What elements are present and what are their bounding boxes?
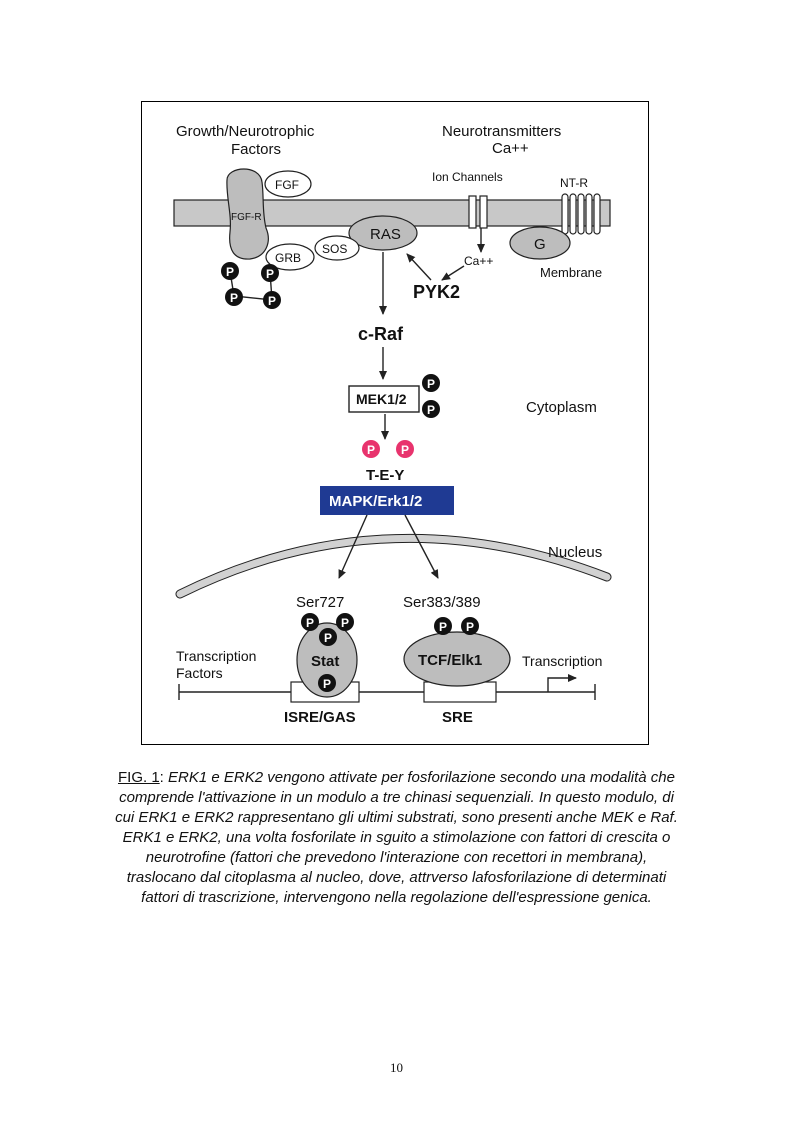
pyk2-to-ras-arrow: [406, 253, 432, 281]
ser383-label: Ser383/389: [403, 594, 481, 611]
nt-receptor: [561, 193, 601, 235]
figure-label-separator: :: [159, 769, 164, 786]
pyk2-label: PYK2: [413, 282, 460, 302]
receptor-phospho-group: P P P P: [221, 262, 281, 309]
ras-protein: [348, 215, 418, 251]
membrane-label: Membrane: [540, 265, 602, 280]
growth-factors-label: Growth/Neurotrophic: [176, 123, 315, 140]
sre-label: SRE: [442, 709, 473, 726]
ca-to-pyk2-arrow: [441, 265, 465, 281]
transcription-label: Transcription: [522, 653, 602, 669]
stat-protein: [296, 622, 358, 698]
mek-label: MEK1/2: [356, 391, 407, 407]
phospho-label: P: [427, 403, 435, 417]
ras-label: RAS: [370, 226, 401, 243]
phospho-dot: [261, 264, 279, 282]
grb-label: GRB: [275, 251, 301, 265]
neurotransmitters-ca-label: Ca++: [492, 140, 529, 157]
ion-channels-label: Ion Channels: [432, 170, 503, 184]
phospho-label: P: [427, 377, 435, 391]
neurotransmitters-label: Neurotransmitters: [442, 123, 561, 140]
figure-frame: Growth/Neurotrophic Factors Neurotransmi…: [141, 101, 649, 745]
page-number: 10: [390, 1060, 403, 1075]
tcf-elk1-protein: [403, 631, 511, 687]
phospho-label: P: [323, 677, 331, 691]
phospho-label: P: [268, 294, 276, 308]
cytoplasm-label: Cytoplasm: [526, 399, 597, 416]
mapk-box: [320, 486, 454, 515]
phospho-dot: [422, 374, 440, 392]
mapk-to-stat-arrow: [338, 514, 368, 579]
isre-label: ISRE/GAS: [284, 709, 356, 726]
ion-channel: [468, 195, 488, 229]
phospho-label: P: [439, 620, 447, 634]
fgf-r-label: FGF-R: [231, 212, 262, 223]
phospho-dot: [225, 288, 243, 306]
phospho-label: P: [266, 267, 274, 281]
phospho-dot-pink: [396, 440, 414, 458]
tey-label: T-E-Y: [366, 467, 404, 484]
phospho-dot: [301, 613, 319, 631]
phospho-label: P: [466, 620, 474, 634]
ser727-label: Ser727: [296, 594, 344, 611]
phospho-dot: [422, 400, 440, 418]
figure-label: FIG. 1: [117, 769, 160, 786]
phospho-dot: [461, 617, 479, 635]
transcription-factors-label-line2: Factors: [176, 665, 223, 681]
phospho-dot: [434, 617, 452, 635]
phospho-label: P: [306, 616, 314, 630]
sos-protein: [314, 235, 360, 261]
signaling-pathway-diagram: Growth/Neurotrophic Factors Neurotransmi…: [173, 123, 612, 726]
phospho-label: P: [401, 443, 409, 457]
caption-text: ERK1 e ERK2 vengono attivate per fosfori…: [115, 769, 678, 906]
mapk-to-tcf-arrow: [404, 514, 439, 579]
ca-influx-label: Ca++: [464, 254, 493, 268]
tcf-label: TCF/Elk1: [418, 652, 482, 669]
fgf-ligand: [264, 170, 312, 198]
transcription-factors-label: Transcription: [176, 648, 256, 664]
growth-factors-label-line2: Factors: [231, 141, 281, 158]
phospho-dot: [263, 291, 281, 309]
phospho-dot: [221, 262, 239, 280]
phospho-dot: [336, 613, 354, 631]
phospho-label: P: [226, 265, 234, 279]
phospho-label: P: [341, 616, 349, 630]
phospho-dot: [318, 674, 336, 692]
grb-protein: [265, 243, 315, 271]
mapk-label: MAPK/Erk1/2: [329, 493, 422, 510]
sos-label: SOS: [322, 242, 347, 256]
phospho-dot-pink: [362, 440, 380, 458]
nucleus-label: Nucleus: [548, 544, 602, 561]
nt-r-label: NT-R: [560, 176, 588, 190]
fgf-receptor: [226, 168, 269, 260]
mek-box: [348, 385, 420, 413]
phospho-label: P: [230, 291, 238, 305]
phospho-dot: [319, 628, 337, 646]
fgf-label: FGF: [275, 178, 299, 192]
stat-label: Stat: [311, 653, 339, 670]
figure-caption: FIG. 1: ERK1 e ERK2 vengono attivate per…: [110, 768, 683, 908]
phospho-label: P: [367, 443, 375, 457]
g-label: G: [534, 236, 546, 253]
craf-label: c-Raf: [358, 324, 404, 344]
transcription-start-arrow: [547, 674, 577, 692]
g-protein: [509, 226, 571, 260]
phospho-label: P: [324, 631, 332, 645]
